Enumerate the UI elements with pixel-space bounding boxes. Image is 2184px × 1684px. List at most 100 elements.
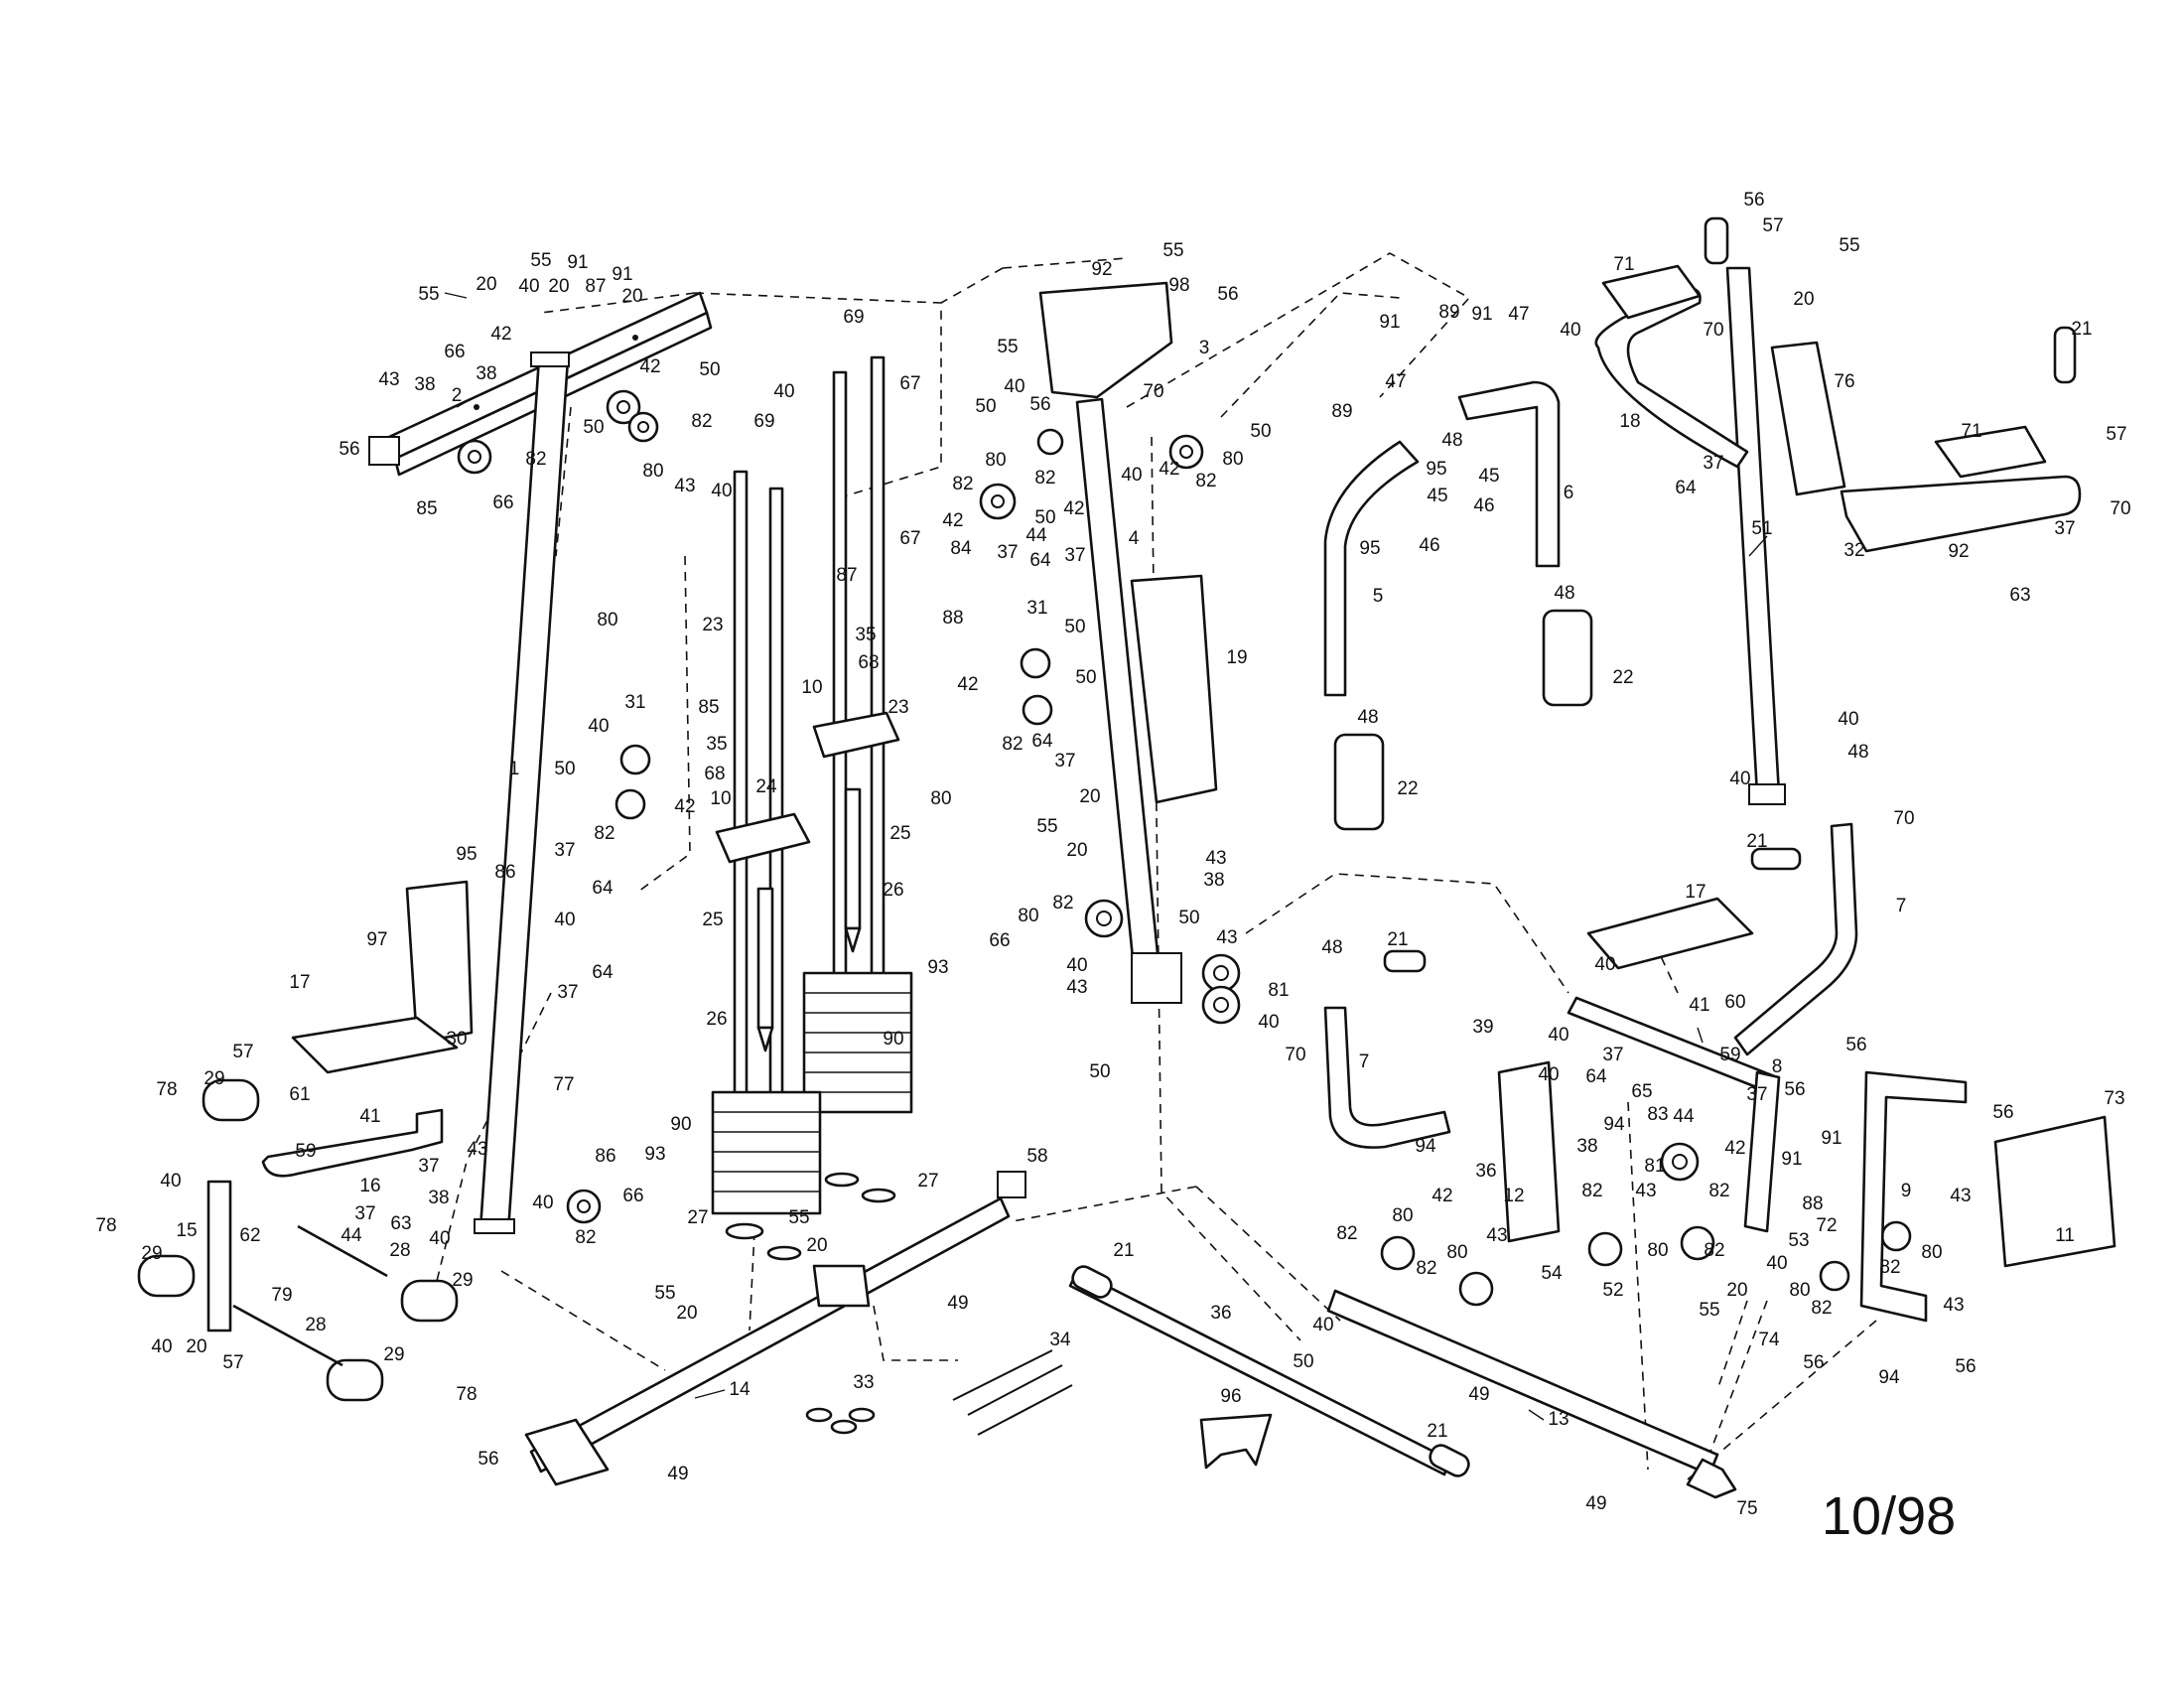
part-callout-82: 82 — [1704, 1240, 1724, 1261]
part-callout-57: 57 — [222, 1352, 243, 1373]
part-callout-42: 42 — [942, 510, 963, 531]
part-callout-11: 11 — [2055, 1225, 2075, 1246]
part-callout-57: 57 — [2106, 424, 2126, 445]
part-callout-80: 80 — [1647, 1240, 1668, 1261]
part-callout-84: 84 — [950, 538, 972, 559]
part-callout-90: 90 — [670, 1114, 691, 1135]
part-callout-27: 27 — [917, 1171, 938, 1192]
part-callout-80: 80 — [1921, 1242, 1942, 1263]
right-base — [1326, 1289, 1737, 1499]
part-callout-32: 32 — [1843, 540, 1864, 561]
part-callout-80: 80 — [597, 610, 617, 631]
part-callout-20: 20 — [186, 1336, 206, 1357]
part-callout-56: 56 — [1992, 1102, 2013, 1123]
part-callout-52: 52 — [1602, 1280, 1623, 1301]
part-callout-43: 43 — [1066, 977, 1087, 998]
part-callout-64: 64 — [1585, 1066, 1607, 1087]
part-callout-55: 55 — [418, 284, 439, 305]
part-callout-20: 20 — [1079, 786, 1100, 807]
part-callout-17: 17 — [289, 972, 310, 993]
part-callout-50: 50 — [583, 417, 604, 438]
part-callout-55: 55 — [654, 1283, 675, 1304]
part-callout-10: 10 — [710, 788, 731, 809]
part-callout-56: 56 — [1784, 1079, 1805, 1100]
part-callout-26: 26 — [883, 880, 903, 901]
part-callout-75: 75 — [1736, 1498, 1757, 1519]
part-callout-91: 91 — [1821, 1128, 1842, 1149]
part-callout-14: 14 — [729, 1379, 751, 1400]
part-callout-20: 20 — [621, 286, 642, 307]
seat-frame — [1567, 996, 1781, 1233]
part-callout-43: 43 — [1943, 1295, 1964, 1316]
part-callout-43: 43 — [674, 476, 695, 496]
part-callout-40: 40 — [1560, 320, 1580, 341]
part-callout-91: 91 — [567, 252, 588, 273]
part-callout-40: 40 — [160, 1171, 181, 1192]
part-callout-22: 22 — [1612, 667, 1633, 688]
part-callout-95: 95 — [1426, 459, 1446, 480]
right-upright — [1704, 216, 1786, 805]
part-callout-89: 89 — [1438, 302, 1459, 323]
part-callout-38: 38 — [1203, 870, 1224, 891]
part-callout-28: 28 — [305, 1315, 326, 1335]
part-callout-23: 23 — [887, 697, 908, 718]
part-callout-82: 82 — [1002, 734, 1023, 755]
part-callout-42: 42 — [639, 356, 660, 377]
selector-rods — [756, 787, 862, 1052]
part-callout-43: 43 — [1486, 1225, 1507, 1246]
part-callout-50: 50 — [1089, 1061, 1110, 1082]
part-callout-64: 64 — [592, 962, 614, 983]
middle-backrest — [1130, 574, 1218, 804]
part-callout-53: 53 — [1788, 1230, 1809, 1251]
part-callout-88: 88 — [1802, 1193, 1823, 1214]
part-callout-64: 64 — [1029, 550, 1051, 571]
part-callout-24: 24 — [755, 776, 777, 797]
part-callout-1: 1 — [509, 759, 520, 779]
part-callout-37: 37 — [2054, 518, 2075, 539]
part-callout-80: 80 — [642, 461, 663, 482]
part-callout-48: 48 — [1357, 707, 1378, 728]
left-base — [524, 1171, 1026, 1486]
part-callout-70: 70 — [1703, 320, 1723, 341]
part-callout-38: 38 — [476, 363, 496, 384]
part-callout-93: 93 — [644, 1144, 665, 1165]
right-seat — [1586, 897, 1754, 970]
part-callout-78: 78 — [456, 1384, 477, 1405]
part-callout-16: 16 — [359, 1176, 380, 1196]
part-callout-95: 95 — [1359, 538, 1380, 559]
part-callout-40: 40 — [151, 1336, 172, 1357]
part-callout-63: 63 — [2009, 585, 2030, 606]
part-callout-82: 82 — [1052, 893, 1073, 913]
part-callout-50: 50 — [1293, 1351, 1313, 1372]
left-backrest — [405, 880, 474, 1045]
part-callout-93: 93 — [927, 957, 948, 978]
part-callout-66: 66 — [989, 930, 1010, 951]
part-callout-50: 50 — [1034, 507, 1055, 528]
part-callout-37: 37 — [418, 1156, 439, 1177]
part-callout-21: 21 — [1113, 1240, 1134, 1261]
part-callout-78: 78 — [95, 1215, 116, 1236]
part-callout-92: 92 — [1948, 541, 1969, 562]
part-callout-40: 40 — [588, 716, 609, 737]
part-callout-42: 42 — [1063, 498, 1084, 519]
part-callout-45: 45 — [1478, 466, 1499, 487]
part-callout-68: 68 — [704, 764, 725, 784]
part-callout-40: 40 — [1538, 1064, 1559, 1085]
part-callout-29: 29 — [452, 1270, 473, 1291]
part-callout-56: 56 — [1803, 1352, 1824, 1373]
part-callout-50: 50 — [1064, 617, 1085, 637]
part-callout-29: 29 — [204, 1068, 224, 1089]
part-callout-66: 66 — [444, 342, 465, 362]
part-callout-9: 9 — [1901, 1181, 1912, 1201]
part-callout-81: 81 — [1644, 1156, 1665, 1177]
part-callout-66: 66 — [622, 1186, 643, 1206]
part-callout-50: 50 — [554, 759, 575, 779]
part-callout-59: 59 — [1719, 1045, 1740, 1065]
part-callout-42: 42 — [674, 796, 695, 817]
part-callout-91: 91 — [1379, 312, 1400, 333]
part-callout-64: 64 — [1031, 731, 1053, 752]
plate-panel — [1993, 1115, 2116, 1268]
part-callout-37: 37 — [1054, 751, 1075, 772]
part-callout-3: 3 — [1199, 338, 1210, 358]
